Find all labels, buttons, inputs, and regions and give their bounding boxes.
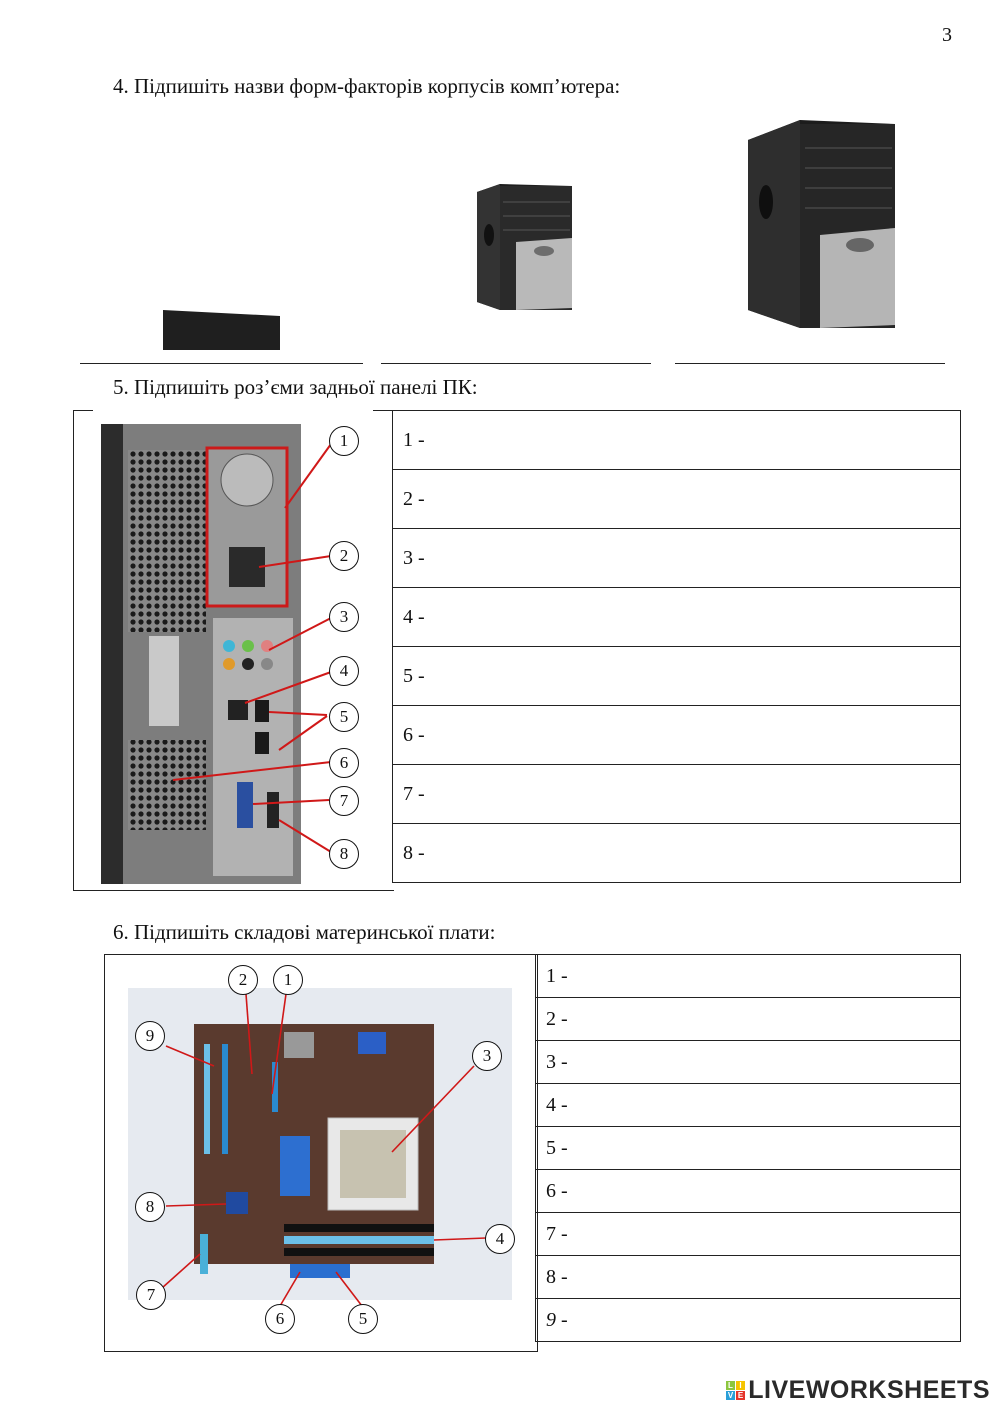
row-label: 3 -: [546, 1050, 568, 1073]
answer-field[interactable]: [429, 428, 880, 452]
row-label: 1 -: [546, 964, 568, 987]
answer-field[interactable]: [572, 1222, 908, 1246]
case-pictures: [163, 120, 895, 350]
answer-row: 6 -: [535, 1169, 961, 1213]
answer-field[interactable]: [572, 1308, 908, 1332]
answer-field[interactable]: [429, 723, 880, 747]
answer-row: 2 -: [535, 997, 961, 1041]
answer-field[interactable]: [429, 605, 880, 629]
answer-field[interactable]: [572, 1007, 908, 1031]
logo-mark-icon: L I V E: [726, 1381, 746, 1400]
row-label: 6 -: [546, 1179, 568, 1202]
callout-2: 2: [228, 965, 258, 995]
callout-6: 6: [329, 748, 359, 778]
answer-line-minitower[interactable]: [381, 363, 651, 364]
midi-tower-case-image: [748, 120, 895, 328]
callout-3: 3: [329, 602, 359, 632]
row-label: 7 -: [403, 782, 425, 805]
motherboard-image: [128, 988, 512, 1307]
answer-field[interactable]: [572, 1265, 908, 1289]
task6-title: 6. Підпишіть складові материнської плати…: [113, 920, 496, 944]
task6-answer-table: 1 - 2 - 3 - 4 - 5 - 6 - 7 - 8 - 9 -: [535, 954, 961, 1342]
answer-row: 5 -: [392, 646, 961, 706]
row-label: 2 -: [546, 1007, 568, 1030]
answer-row: 1 -: [392, 410, 961, 470]
callout-5: 5: [329, 702, 359, 732]
answer-field[interactable]: [572, 1093, 908, 1117]
answer-row: 3 -: [392, 528, 961, 588]
answer-row: 2 -: [392, 469, 961, 529]
liveworksheets-logo[interactable]: L I V E LIVEWORKSHEETS: [726, 1376, 990, 1405]
answer-line-desktop[interactable]: [80, 363, 363, 364]
task4-title: 4. Підпишіть назви форм-факторів корпусі…: [113, 74, 621, 98]
answer-field[interactable]: [429, 546, 880, 570]
callout-4: 4: [329, 656, 359, 686]
rear-panel-frame: [73, 410, 394, 891]
answer-field[interactable]: [572, 1179, 908, 1203]
answer-line-midi-tower[interactable]: [675, 363, 945, 364]
answer-row: 8 -: [392, 823, 961, 883]
callout-2: 2: [329, 541, 359, 571]
answer-row: 4 -: [392, 587, 961, 647]
answer-field[interactable]: [572, 1136, 908, 1160]
answer-row: 7 -: [535, 1212, 961, 1256]
desktop-case-image: [163, 310, 280, 350]
answer-row: 9 -: [535, 1298, 961, 1342]
answer-row: 5 -: [535, 1126, 961, 1170]
callout-7: 7: [329, 786, 359, 816]
minitower-case-image: [477, 184, 572, 310]
callout-1: 1: [273, 965, 303, 995]
row-label: 5 -: [403, 664, 425, 687]
logo-text: LIVEWORKSHEETS: [748, 1376, 990, 1404]
answer-row: 4 -: [535, 1083, 961, 1127]
answer-row: 3 -: [535, 1040, 961, 1084]
callout-1: 1: [329, 426, 359, 456]
answer-field[interactable]: [429, 664, 880, 688]
row-label: 7 -: [546, 1222, 568, 1245]
callout-8: 8: [329, 839, 359, 869]
row-label: 8 -: [403, 841, 425, 864]
page-number: 3: [942, 24, 952, 46]
answer-row: 7 -: [392, 764, 961, 824]
answer-field[interactable]: [572, 964, 908, 988]
row-label: 4 -: [403, 605, 425, 628]
answer-row: 1 -: [535, 954, 961, 998]
callout-3: 3: [472, 1041, 502, 1071]
answer-row: 8 -: [535, 1255, 961, 1299]
callout-4: 4: [485, 1224, 515, 1254]
answer-field[interactable]: [429, 487, 880, 511]
row-label: 3 -: [403, 546, 425, 569]
answer-field[interactable]: [429, 782, 880, 806]
row-label: 8 -: [546, 1265, 568, 1288]
row-label: 5 -: [546, 1136, 568, 1159]
callout-9: 9: [135, 1021, 165, 1051]
callout-8: 8: [135, 1192, 165, 1222]
answer-row: 6 -: [392, 705, 961, 765]
callout-5: 5: [348, 1304, 378, 1334]
row-label: 1 -: [403, 428, 425, 451]
task5-title: 5. Підпишіть роз’єми задньої панелі ПК:: [113, 375, 478, 399]
row-label: 6 -: [403, 723, 425, 746]
row-label: 9 -: [546, 1308, 568, 1331]
rear-panel-image: [101, 424, 332, 884]
callout-7: 7: [136, 1280, 166, 1310]
row-label: 4 -: [546, 1093, 568, 1116]
task5-answer-table: 1 - 2 - 3 - 4 - 5 - 6 - 7 - 8 -: [392, 410, 961, 883]
callout-6: 6: [265, 1304, 295, 1334]
answer-field[interactable]: [572, 1050, 908, 1074]
answer-field[interactable]: [429, 841, 880, 865]
row-label: 2 -: [403, 487, 425, 510]
